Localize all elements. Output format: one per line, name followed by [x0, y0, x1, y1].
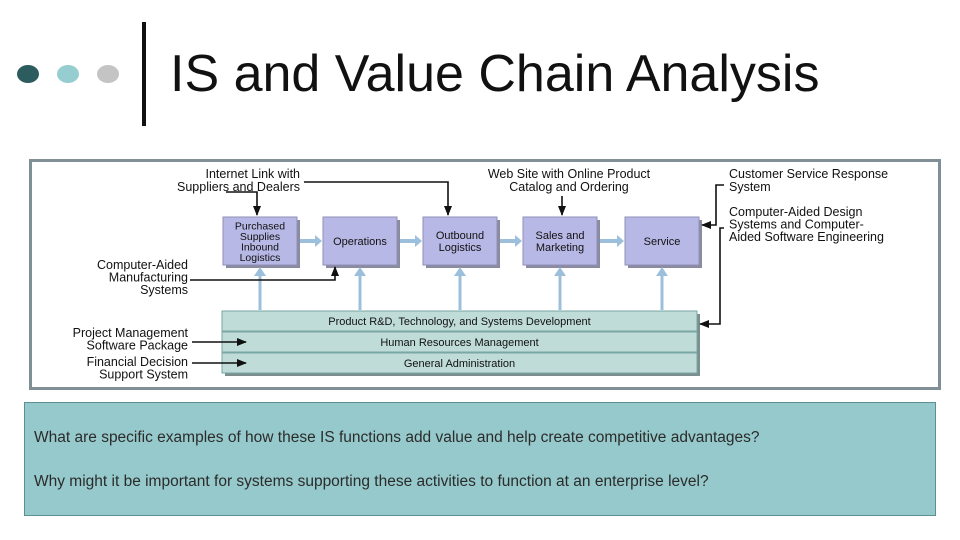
arrow-internet-to-purchased — [226, 191, 261, 216]
support-product-rnd-label: Product R&D, Technology, and Systems Dev… — [328, 316, 591, 328]
discussion-box: What are specific examples of how these … — [24, 402, 936, 516]
arrow-internet-to-outbound — [304, 181, 452, 216]
support-human-resources-label: Human Resources Management — [380, 337, 538, 349]
flow-arrow-2 — [400, 235, 422, 247]
arrow-cad-to-rnd — [699, 227, 724, 328]
flow-arrow-4 — [600, 235, 624, 247]
question-2: Why might it be important for systems su… — [34, 473, 709, 490]
support-general-administration-label: General Administration — [404, 358, 515, 370]
title-divider — [142, 22, 146, 126]
activity-sales-marketing — [522, 216, 598, 266]
activity-operations — [322, 216, 398, 266]
slide-title: IS and Value Chain Analysis — [170, 45, 820, 103]
support-product-rnd — [221, 310, 698, 332]
arrow-customer-service-to-service — [701, 184, 724, 229]
support-arrow-2-head — [354, 267, 366, 276]
support-arrow-1-head — [254, 267, 266, 276]
activity-service — [624, 216, 700, 266]
support-arrow-4-head — [554, 267, 566, 276]
accent-dot-dark — [17, 65, 39, 83]
accent-dot-teal — [57, 65, 79, 83]
arrow-cam-to-operations — [190, 266, 339, 281]
flow-arrow-1 — [300, 235, 322, 247]
flow-arrow-3 — [500, 235, 522, 247]
activity-outbound-logistics — [422, 216, 498, 266]
activity-service-label: Service — [644, 236, 681, 248]
support-arrow-5-head — [656, 267, 668, 276]
question-1: What are specific examples of how these … — [34, 429, 760, 446]
activity-purchased-supplies — [222, 216, 298, 266]
activity-operations-label: Operations — [333, 236, 387, 248]
support-arrow-3-head — [454, 267, 466, 276]
accent-dot-gray — [97, 65, 119, 83]
